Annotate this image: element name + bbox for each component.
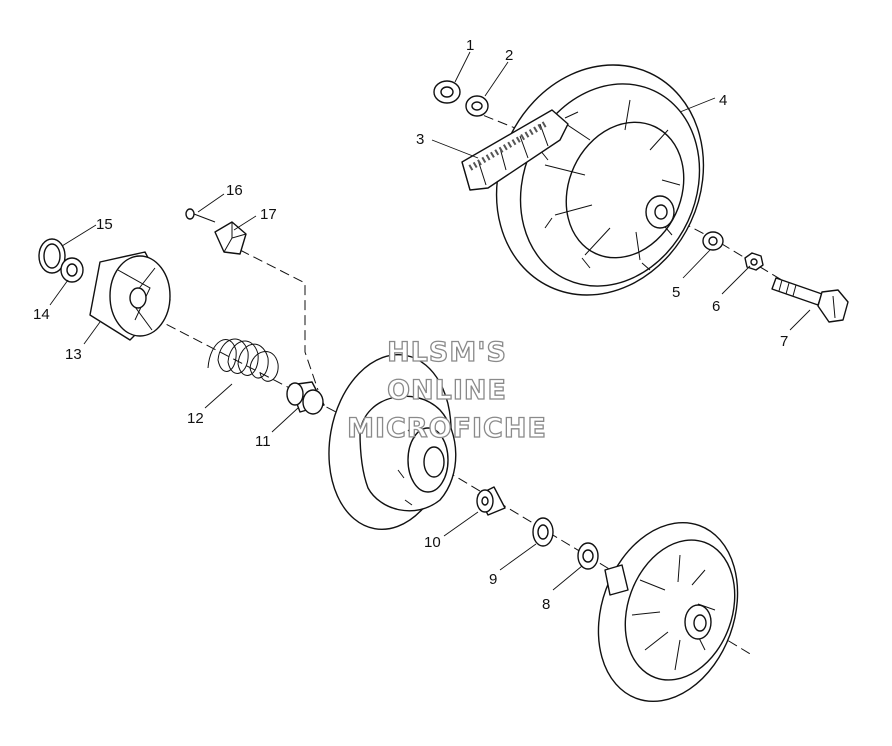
callout-9: 9 [489, 571, 497, 588]
washer-part-5 [702, 231, 724, 251]
callout-13: 13 [65, 346, 82, 363]
callout-3: 3 [416, 131, 424, 148]
screw-part-16 [185, 208, 216, 223]
washer-part-2 [465, 95, 489, 117]
callout-5: 5 [672, 284, 680, 301]
watermark-line-3: MICROFICHE [347, 413, 547, 444]
washer-part-9 [532, 517, 554, 547]
callout-2: 2 [505, 47, 513, 64]
drive-belt [461, 109, 569, 191]
spacer-part-11 [286, 381, 325, 415]
spring-part-12 [207, 338, 279, 382]
callout-16: 16 [226, 182, 243, 199]
callout-8: 8 [542, 596, 550, 613]
watermark: HLSM'S ONLINE MICROFICHE [346, 336, 547, 444]
callout-10: 10 [424, 534, 441, 551]
snap-ring-part-15 [38, 238, 66, 274]
leader-lines [49, 51, 811, 591]
bolt-part-7 [771, 277, 849, 323]
washer-part-8 [577, 542, 599, 570]
ramp-button-part-17 [214, 221, 247, 255]
callout-15: 15 [96, 216, 113, 233]
driven-sheave-assembly [495, 64, 705, 296]
cam-part-13 [89, 251, 171, 341]
callout-7: 7 [780, 333, 788, 350]
bushing-part-1 [433, 80, 461, 104]
callout-12: 12 [187, 410, 204, 427]
callout-14: 14 [33, 306, 50, 323]
callout-6: 6 [712, 298, 720, 315]
washer-part-14 [60, 257, 84, 283]
callout-4: 4 [719, 92, 727, 109]
nut-part-6 [744, 252, 764, 271]
bushing-part-10 [476, 486, 506, 516]
callout-17: 17 [260, 206, 277, 223]
callout-11: 11 [255, 433, 271, 450]
watermark-line-2: ONLINE [387, 375, 507, 406]
callout-1: 1 [466, 37, 474, 54]
stationary-sheave [597, 521, 739, 703]
movable-sheave [328, 354, 457, 530]
watermark-line-1: HLSM'S [387, 337, 507, 368]
callout-numbers: 1 2 3 4 5 6 7 8 9 10 11 12 13 14 15 16 1… [33, 37, 788, 613]
